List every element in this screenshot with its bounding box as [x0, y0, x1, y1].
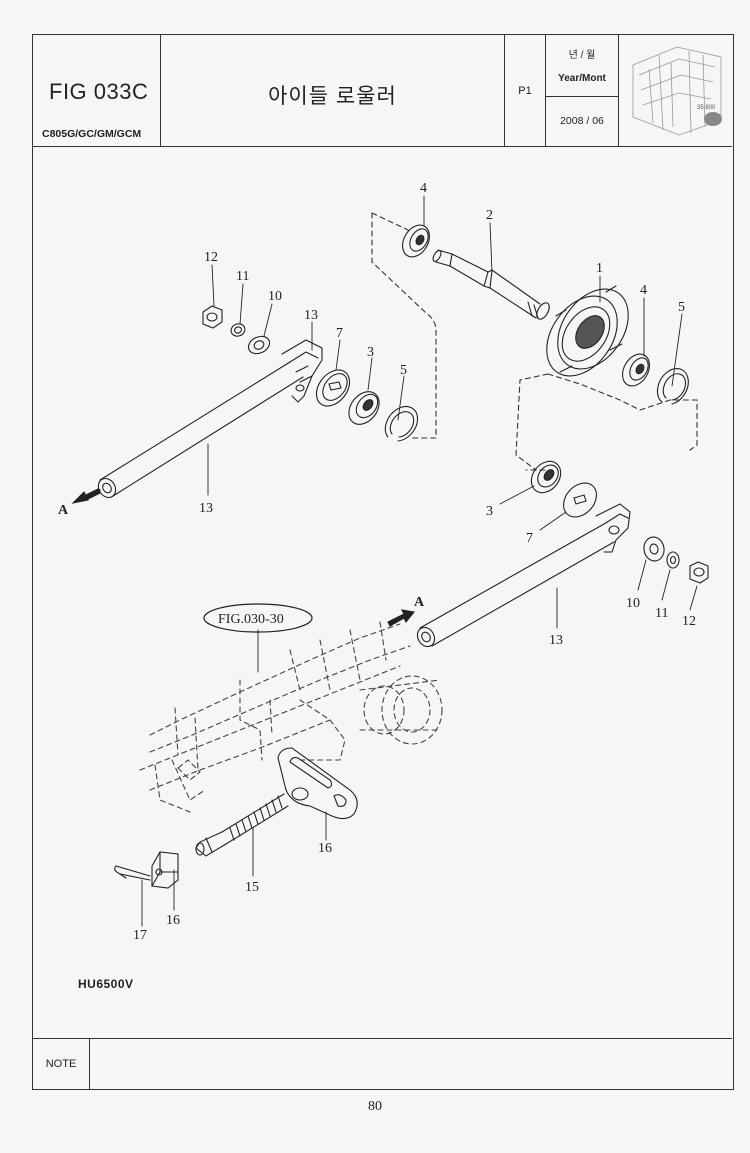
part-17-cotter-pin [114, 865, 151, 881]
callout-13-upper: 13 [199, 501, 213, 516]
part-7-plate-lower [563, 482, 597, 518]
part-12-nut-lower [689, 561, 709, 584]
callout-13-upper-top: 13 [304, 308, 318, 323]
note-row: NOTE [33, 1038, 732, 1089]
part-15-lever [277, 747, 358, 820]
part-2-shaft [432, 249, 550, 320]
title-cell: 아이들 로울러 [161, 35, 505, 146]
direction-arrow-left [71, 488, 101, 504]
fig-cell: FIG 033C C805G/GC/GM/GCM [33, 35, 161, 146]
page-cell: P1 [505, 35, 546, 146]
callout-12-lower: 12 [682, 614, 696, 629]
callout-17: 17 [133, 928, 147, 943]
reference-oval [203, 603, 313, 633]
callout-5-right: 5 [678, 300, 685, 315]
arrow-label-a-right: A [414, 595, 425, 610]
callout-1: 1 [596, 261, 603, 276]
figure-reference-label: FIG.030-30 [218, 612, 284, 627]
callout-7-upper: 7 [336, 326, 343, 341]
callout-labels: 4 2 1 4 5 12 11 10 13 7 3 5 13 A 3 7 10 … [58, 181, 696, 943]
part-3-bearing-lower [530, 460, 562, 494]
part-7-plate-upper [315, 369, 351, 407]
assembly-dash-lines [371, 212, 698, 471]
callout-3-upper: 3 [367, 345, 374, 360]
callout-10-lower: 10 [626, 596, 640, 611]
machine-thumbnail-icon: 35 800 [632, 46, 722, 136]
thumbnail-caption: 35 800 [697, 105, 716, 111]
part-5-snap-ring-upper [384, 405, 419, 442]
part-13-shaft-upper [97, 339, 323, 499]
direction-arrow-right [387, 609, 416, 627]
part-4-bearing-top [402, 224, 430, 258]
page-frame: FIG 033C C805G/GC/GM/GCM 아이들 로울러 P1 년 / … [32, 34, 734, 1090]
part-12-nut-upper [202, 305, 223, 329]
callout-4-right: 4 [640, 283, 647, 298]
part-11-spring-washer-upper [230, 323, 246, 337]
page-number: 80 [368, 1099, 382, 1114]
part-4-bearing-right [622, 353, 650, 387]
issue-date: 2008 / 06 [560, 115, 604, 127]
model-list: C805G/GC/GM/GCM [42, 128, 142, 140]
year-month-kr: 년 / 월 [568, 50, 596, 61]
year-month-en: Year/Mont [558, 73, 606, 84]
part-11-spring-washer-lower [666, 551, 680, 569]
date-cell: 년 / 월 Year/Mont 2008 / 06 [546, 35, 619, 146]
header: FIG 033C C805G/GC/GM/GCM 아이들 로울러 P1 년 / … [33, 35, 732, 147]
part-10-washer-lower [643, 536, 665, 562]
callout-12-upper: 12 [204, 250, 218, 265]
callout-3-lower: 3 [486, 504, 493, 519]
part-16-bracket [151, 851, 179, 889]
page-title: 아이들 로울러 [268, 85, 397, 108]
callout-11-lower: 11 [655, 606, 668, 621]
part-1-roller [546, 285, 629, 377]
callout-10-upper: 10 [268, 289, 282, 304]
callout-13-lower: 13 [549, 633, 563, 648]
callout-15: 16 [318, 841, 332, 856]
callout-14: 15 [245, 880, 259, 895]
callout-11-upper: 11 [236, 269, 249, 284]
callout-7-lower: 7 [526, 531, 533, 546]
part-13-shaft-lower [416, 503, 631, 648]
callout-2: 2 [486, 208, 493, 223]
part-10-washer-upper [247, 335, 271, 355]
callout-5-upper: 5 [400, 363, 407, 378]
frame-reference-dashed [139, 621, 443, 813]
callout-4-top: 4 [420, 181, 427, 196]
thumbnail-cell: 35 800 [619, 35, 732, 146]
part-3-bearing-upper [348, 391, 380, 425]
part-5-snap-ring-right [656, 368, 689, 405]
model-tag: HU6500V [78, 977, 134, 991]
leader-lines [141, 195, 698, 927]
note-label: NOTE [33, 1039, 90, 1089]
part-14-adjust-bolt [195, 793, 289, 857]
fig-code: FIG 033C [49, 79, 149, 104]
callout-16: 16 [166, 913, 180, 928]
page-label: P1 [518, 85, 532, 97]
arrow-label-a-left: A [58, 503, 69, 518]
